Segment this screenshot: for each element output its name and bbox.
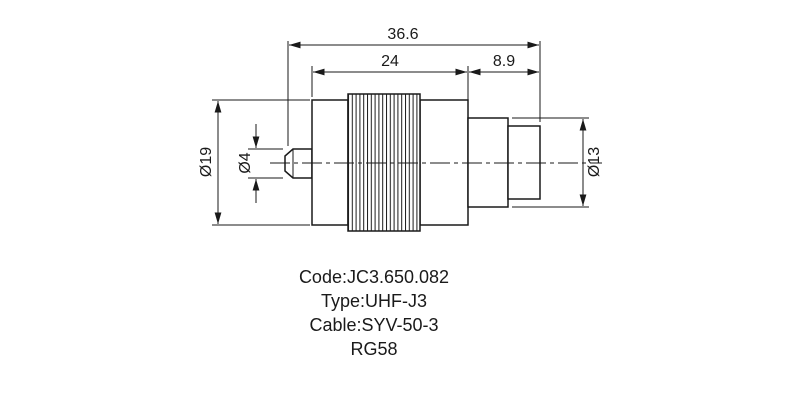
dim-body-label: 24: [381, 53, 399, 70]
end-cylinder-small: [507, 125, 541, 200]
note-type: Type:UHF-J3: [321, 291, 427, 311]
dim-flange-dia-label: Ø19: [198, 147, 215, 177]
dimension-lines: [214, 41, 587, 224]
note-cable-alt: RG58: [350, 339, 397, 359]
note-cable: Cable:SYV-50-3: [309, 315, 438, 335]
dim-overall-label: 36.6: [387, 26, 418, 43]
knurled-grip: [347, 93, 421, 232]
note-code: Code:JC3.650.082: [299, 267, 449, 287]
dim-tail-label: 8.9: [493, 53, 515, 70]
dim-lug-dia-label: Ø4: [237, 152, 254, 173]
end-cylinder-large: [467, 117, 509, 208]
body-flange: [311, 99, 349, 226]
solder-lug: [284, 148, 313, 179]
dimension-labels: 36.6 24 8.9 Ø19 Ø4 Ø13: [198, 26, 603, 177]
body-mid-section: [419, 99, 469, 226]
connector-body: [284, 93, 541, 232]
dim-end-dia-label: Ø13: [586, 147, 603, 177]
extension-lines: [212, 41, 589, 226]
part-notes: Code:JC3.650.082 Type:UHF-J3 Cable:SYV-5…: [299, 267, 449, 359]
